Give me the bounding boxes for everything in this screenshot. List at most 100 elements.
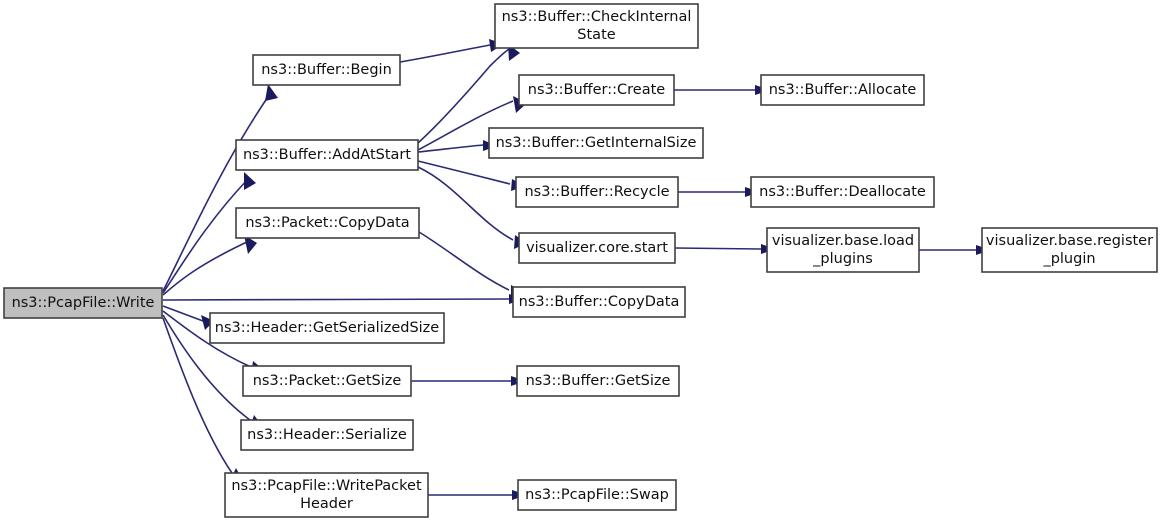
call-edge-write-to-packetcopydata [162, 235, 257, 296]
edge-line [162, 314, 251, 421]
node-label: ns3::Buffer::Allocate [769, 82, 917, 98]
node-label: ns3::Packet::GetSize [253, 373, 402, 389]
graph-node-create[interactable]: ns3::Buffer::Create [518, 74, 675, 106]
edge-line [162, 305, 204, 322]
call-edge-addatstart-to-getinternalsize [417, 140, 497, 153]
edge-line [417, 144, 484, 153]
node-box[interactable] [488, 127, 704, 159]
call-edge-write-to-addatstart [162, 172, 256, 294]
call-edge-loadplugins-to-registerplugin [919, 245, 991, 255]
graph-node-begin[interactable]: ns3::Buffer::Begin [252, 54, 401, 86]
node-box[interactable] [3, 287, 163, 319]
arrow-head-icon [244, 235, 257, 254]
call-edge-addatstart-to-corestart [417, 166, 527, 249]
call-edge-corestart-to-loadplugins [674, 244, 776, 254]
graph-node-registerplugin[interactable]: visualizer.base.register _plugin [981, 227, 1158, 273]
graph-node-recycle[interactable]: ns3::Buffer::Recycle [515, 176, 679, 208]
edge-line [162, 177, 250, 294]
node-box[interactable] [235, 139, 419, 171]
graph-node-swap[interactable]: ns3::PcapFile::Swap [517, 479, 677, 511]
node-box[interactable] [209, 312, 445, 344]
edge-line [417, 100, 514, 151]
graph-node-loadplugins[interactable]: visualizer.base.load _plugins [766, 227, 920, 273]
node-box[interactable] [240, 419, 414, 451]
node-label: ns3::Buffer::AddAtStart [243, 147, 411, 163]
graph-node-buffergetsize[interactable]: ns3::Buffer::GetSize [516, 365, 680, 397]
node-label: State [577, 27, 615, 43]
node-label: ns3::Packet::CopyData [245, 215, 409, 231]
node-box[interactable] [766, 227, 920, 273]
call-edge-recycle-to-deallocate [678, 187, 760, 197]
node-box[interactable] [512, 286, 686, 318]
node-label: ns3::Buffer::GetSize [526, 373, 671, 389]
node-box[interactable] [518, 232, 676, 264]
call-edge-write-to-buffercopydata [162, 294, 524, 304]
node-label: ns3::Buffer::CheckInternal [502, 9, 692, 25]
graph-node-write[interactable]: ns3::PcapFile::Write [3, 287, 163, 319]
node-label: visualizer.core.start [526, 240, 668, 256]
edge-line [417, 166, 514, 241]
node-box[interactable] [242, 365, 412, 397]
node-label: ns3::Header::Serialize [247, 427, 407, 443]
node-label: ns3::Buffer::Begin [261, 62, 392, 78]
node-box[interactable] [224, 472, 429, 518]
arrow-head-icon [201, 315, 214, 330]
graph-node-headerserialize[interactable]: ns3::Header::Serialize [240, 419, 414, 451]
edge-line [674, 247, 762, 250]
node-box[interactable] [750, 176, 935, 208]
edge-line [162, 240, 250, 296]
node-box[interactable] [235, 207, 420, 239]
graph-node-addatstart[interactable]: ns3::Buffer::AddAtStart [235, 139, 419, 171]
edge-line [417, 160, 511, 185]
node-label: ns3::Header::GetSerializedSize [215, 320, 440, 336]
node-box[interactable] [517, 479, 677, 511]
node-box[interactable] [494, 3, 699, 49]
call-edge-packetgetsize-to-buffergetsize [411, 376, 526, 386]
graph-node-allocate[interactable]: ns3::Buffer::Allocate [760, 74, 925, 106]
graph-node-getinternalsize[interactable]: ns3::Buffer::GetInternalSize [488, 127, 704, 159]
node-box[interactable] [515, 176, 679, 208]
edge-line [162, 90, 273, 292]
node-box[interactable] [516, 365, 680, 397]
node-label: ns3::Buffer::GetInternalSize [496, 135, 697, 151]
graph-node-corestart[interactable]: visualizer.core.start [518, 232, 676, 264]
node-box[interactable] [981, 227, 1158, 273]
node-label: _plugins [812, 251, 873, 267]
node-label: visualizer.base.register [986, 233, 1153, 249]
edge-line [418, 231, 510, 291]
node-label: visualizer.base.load [772, 233, 914, 249]
node-box[interactable] [252, 54, 401, 86]
node-label: Header [300, 496, 353, 512]
edge-line [417, 48, 510, 144]
call-edge-write-to-begin [162, 84, 278, 292]
call-edge-write-to-headergetserializedsize [162, 305, 214, 330]
node-label: ns3::Buffer::Recycle [524, 184, 669, 200]
call-edge-begin-to-checkinternalstate [399, 39, 504, 63]
node-label: ns3::Buffer::Create [528, 82, 666, 98]
node-label: _plugin [1042, 251, 1095, 267]
nodes-layer: ns3::PcapFile::Writens3::Buffer::Beginns… [3, 3, 1158, 518]
graph-node-deallocate[interactable]: ns3::Buffer::Deallocate [750, 176, 935, 208]
graph-node-headergetserializedsize[interactable]: ns3::Header::GetSerializedSize [209, 312, 445, 344]
node-box[interactable] [518, 74, 675, 106]
node-box[interactable] [760, 74, 925, 106]
node-label: ns3::PcapFile::Write [12, 295, 155, 311]
edge-line [162, 310, 252, 368]
edge-line [162, 298, 510, 301]
node-label: ns3::PcapFile::Swap [525, 487, 669, 503]
node-label: ns3::PcapFile::WritePacket [231, 478, 422, 494]
call-edge-packetcopydata-to-buffercopydata [418, 231, 524, 299]
node-label: ns3::Buffer::CopyData [519, 294, 680, 310]
node-label: ns3::Buffer::Deallocate [759, 184, 926, 200]
graph-node-packetgetsize[interactable]: ns3::Packet::GetSize [242, 365, 412, 397]
arrow-head-icon [265, 84, 278, 101]
graph-node-buffercopydata[interactable]: ns3::Buffer::CopyData [512, 286, 686, 318]
call-edge-create-to-allocate [674, 85, 770, 95]
edge-line [399, 44, 491, 63]
graph-node-packetcopydata[interactable]: ns3::Packet::CopyData [235, 207, 420, 239]
arrow-head-icon [244, 172, 256, 190]
